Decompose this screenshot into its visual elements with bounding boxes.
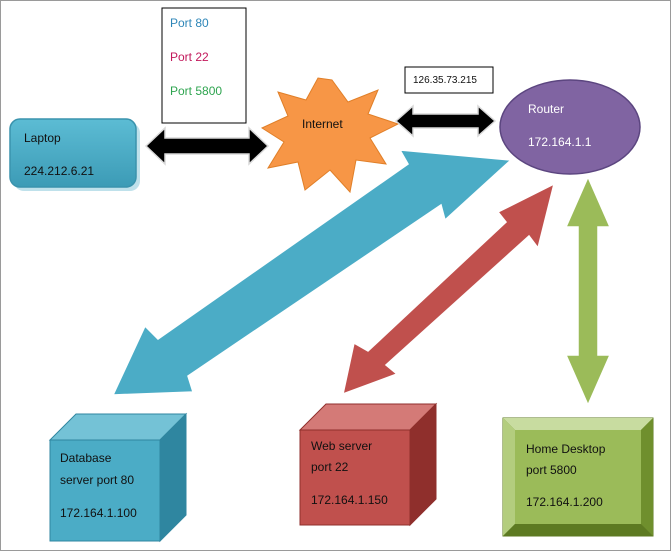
web-server-ip: 172.164.1.150 <box>311 493 388 507</box>
router-desktop-link-arrow <box>564 175 612 407</box>
router-ip: 172.164.1.1 <box>528 135 592 149</box>
database-server-label-1: Database <box>60 451 112 465</box>
port-80-label: Port 80 <box>170 16 209 30</box>
router-node: Router 172.164.1.1 <box>499 79 641 175</box>
web-server-label-1: Web server <box>311 439 372 453</box>
laptop-ip: 224.212.6.21 <box>24 164 94 178</box>
port-22-label: Port 22 <box>170 50 209 64</box>
internet-label: Internet <box>302 117 343 131</box>
internet-router-link-arrow <box>394 104 497 138</box>
home-desktop-label-1: Home Desktop <box>526 442 606 456</box>
public-ip-box: 126.35.73.215 <box>404 66 494 94</box>
web-server-label-2: port 22 <box>311 460 349 474</box>
home-desktop-node: Home Desktop port 5800 172.164.1.200 <box>502 417 654 537</box>
web-server-node: Web server port 22 172.164.1.150 <box>298 402 438 527</box>
laptop-label: Laptop <box>24 131 61 145</box>
home-desktop-ip: 172.164.1.200 <box>526 495 603 509</box>
database-server-node: Database server port 80 172.164.1.100 <box>48 412 188 543</box>
laptop-internet-link-arrow <box>144 126 270 166</box>
home-desktop-label-2: port 5800 <box>526 463 577 477</box>
public-ip-label: 126.35.73.215 <box>413 75 477 86</box>
router-label: Router <box>528 102 564 116</box>
laptop-node: Laptop 224.212.6.21 <box>9 118 140 191</box>
router-webserver-link-arrow <box>341 182 556 396</box>
database-server-ip: 172.164.1.100 <box>60 506 137 520</box>
internet-node: Internet <box>260 77 400 194</box>
ports-box: Port 80 Port 22 Port 5800 <box>161 7 247 124</box>
database-server-label-2: server port 80 <box>60 473 134 487</box>
port-5800-label: Port 5800 <box>170 84 222 98</box>
router-database-link-arrow <box>111 149 513 396</box>
